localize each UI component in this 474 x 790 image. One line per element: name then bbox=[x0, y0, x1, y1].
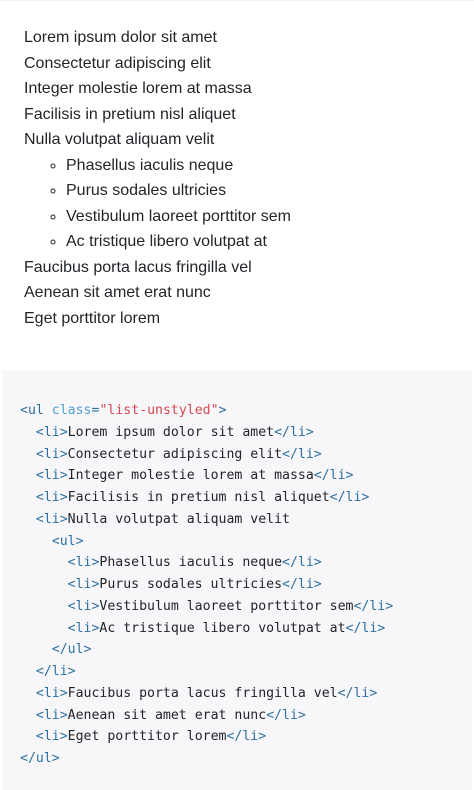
code-tag: </li> bbox=[345, 620, 386, 636]
code-tag: </ul> bbox=[51, 642, 92, 658]
code-tag: <li> bbox=[35, 685, 68, 701]
code-tag: </li> bbox=[35, 664, 76, 679]
code-tag: <li> bbox=[67, 577, 100, 592]
code-text: Purus sodales ultricies bbox=[99, 577, 283, 592]
code-tag: <li> bbox=[35, 446, 68, 462]
code-text: Phasellus iaculis neque bbox=[99, 555, 283, 571]
code-snippet: <ul class="list-unstyled"> <li>Lorem ips… bbox=[2, 370, 472, 790]
code-tag: <li> bbox=[35, 511, 68, 527]
list-item: Eget porttitor lorem bbox=[24, 309, 161, 327]
code-tag: <li> bbox=[35, 707, 68, 723]
code-text: Aenean sit amet erat nunc bbox=[67, 707, 267, 723]
unstyled-list: Lorem ipsum dolor sit amet Consectetur a… bbox=[24, 25, 291, 331]
code-tag: <li> bbox=[67, 620, 100, 636]
code-tag: </li> bbox=[282, 446, 322, 462]
code-tag: </ul> bbox=[20, 751, 60, 766]
code-text: Nulla volutpat aliquam velit bbox=[67, 511, 290, 527]
code-text: Ac tristique libero volutpat at bbox=[99, 620, 346, 636]
code-tag: </li> bbox=[274, 424, 314, 440]
code-tag: <li> bbox=[35, 424, 68, 440]
example-preview: Lorem ipsum dolor sit amet Consectetur a… bbox=[0, 0, 474, 368]
list-item: Faucibus porta lacus fringilla vel bbox=[24, 258, 252, 276]
code-text: Lorem ipsum dolor sit amet bbox=[67, 424, 275, 440]
code-text: Vestibulum laoreet porttitor sem bbox=[99, 598, 354, 614]
code-tag: = bbox=[91, 403, 100, 418]
code-text: Facilisis in pretium nisl aliquet bbox=[67, 490, 330, 505]
code-tag: </li> bbox=[329, 490, 370, 505]
code-block[interactable]: <ul class="list-unstyled"> <li>Lorem ips… bbox=[20, 400, 393, 770]
code-tag: </li> bbox=[266, 707, 306, 723]
code-tag: <li> bbox=[35, 468, 68, 484]
code-tag: </li> bbox=[282, 555, 322, 571]
code-string: "list-unstyled" bbox=[99, 403, 219, 418]
list-item: Nulla volutpat aliquam velit Phasellus i… bbox=[24, 127, 291, 255]
list-item: Integer molestie lorem at massa bbox=[24, 80, 252, 97]
code-tag: </li> bbox=[353, 598, 394, 614]
list-item-label: Nulla volutpat aliquam velit bbox=[24, 131, 215, 148]
code-tag: > bbox=[218, 403, 227, 418]
list-item: Facilisis in pretium nisl aliquet bbox=[24, 105, 236, 123]
nested-list-item: Ac tristique libero volutpat at bbox=[66, 229, 291, 255]
code-text: Faucibus porta lacus fringilla vel bbox=[67, 685, 338, 701]
code-tag: <ul> bbox=[51, 533, 84, 549]
nested-list-item: Vestibulum laoreet porttitor sem bbox=[66, 204, 291, 230]
code-tag: <li> bbox=[35, 729, 68, 745]
code-tag: </li> bbox=[337, 685, 378, 701]
list-item: Lorem ipsum dolor sit amet bbox=[24, 29, 217, 46]
code-tag: </li> bbox=[313, 468, 354, 484]
nested-list-item: Phasellus iaculis neque bbox=[66, 153, 291, 179]
code-tag: <li> bbox=[67, 598, 100, 614]
list-item: Aenean sit amet erat nunc bbox=[24, 284, 211, 301]
code-attr: class bbox=[51, 403, 92, 418]
code-text: Integer molestie lorem at massa bbox=[67, 468, 314, 484]
code-text: Consectetur adipiscing elit bbox=[67, 446, 283, 462]
code-tag: <li> bbox=[67, 555, 100, 571]
code-tag: </li> bbox=[282, 577, 322, 592]
code-tag: <ul bbox=[20, 403, 44, 418]
code-text: Eget porttitor lorem bbox=[67, 729, 227, 745]
code-tag: <li> bbox=[35, 490, 68, 505]
nested-list: Phasellus iaculis neque Purus sodales ul… bbox=[24, 153, 291, 255]
list-item: Consectetur adipiscing elit bbox=[24, 54, 211, 72]
nested-list-item: Purus sodales ultricies bbox=[66, 178, 291, 204]
code-tag: </li> bbox=[226, 729, 267, 745]
